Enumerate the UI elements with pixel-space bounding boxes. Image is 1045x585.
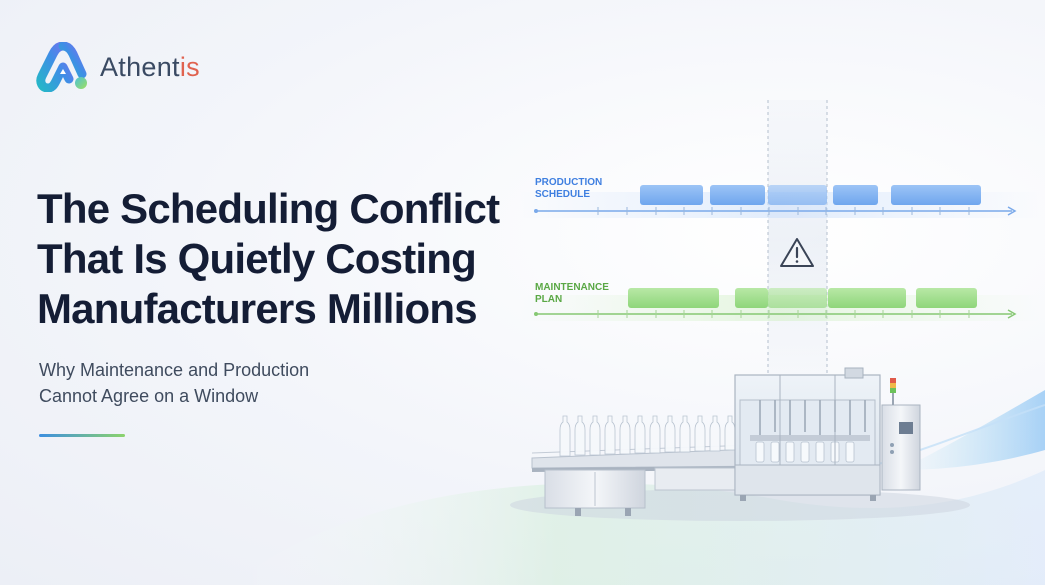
production-schedule-label: PRODUCTION SCHEDULE	[535, 177, 603, 200]
athentis-logo-icon	[36, 42, 87, 92]
title-line-3: Manufacturers Millions	[37, 285, 478, 332]
title-line-1: The Scheduling Conflict	[37, 185, 500, 232]
subtitle-line-1: Why Maintenance and Production	[39, 360, 310, 380]
brand-logo[interactable]: Athentis	[36, 42, 200, 92]
subtitle-line-2: Cannot Agree on a Window	[39, 386, 259, 406]
decor-swoosh-blue	[900, 390, 1045, 470]
accent-divider	[39, 434, 125, 437]
warning-triangle-icon	[780, 238, 814, 267]
production-block	[833, 185, 878, 205]
production-block	[710, 185, 765, 205]
production-lane	[520, 185, 1040, 218]
title-line-2: That Is Quietly Costing	[37, 235, 477, 282]
maintenance-block	[628, 288, 719, 308]
maintenance-plan-label: MAINTENANCE PLAN	[535, 282, 609, 305]
maintenance-block	[735, 288, 768, 308]
bottling-machine-illustration	[510, 367, 970, 521]
brand-name: Athentis	[100, 51, 200, 82]
maintenance-block	[916, 288, 977, 308]
production-block	[891, 185, 981, 205]
maintenance-lane	[520, 288, 1040, 321]
production-block	[640, 185, 703, 205]
subtitle: Why Maintenance and Production Cannot Ag…	[39, 357, 379, 409]
maintenance-block	[828, 288, 906, 308]
maintenance-block-conflict	[768, 288, 827, 308]
page-title: The Scheduling Conflict That Is Quietly …	[37, 184, 517, 334]
decor-swoosh-green	[230, 470, 1045, 585]
production-block-conflict	[768, 185, 827, 205]
